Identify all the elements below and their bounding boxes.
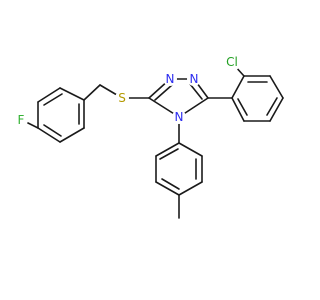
bond-fp-4 (37, 127, 61, 143)
atom-s: S (115, 91, 129, 105)
atom-n4: N (172, 110, 186, 124)
fluorophenyl-ring (23, 87, 85, 143)
bond-fp-5 (59, 127, 85, 143)
bond-cp-1 (231, 75, 245, 99)
bond-tp-d1 (159, 148, 179, 160)
atom-cl: Cl (223, 53, 241, 71)
atom-n1: N (187, 72, 201, 86)
atom-label-cl: Cl (226, 55, 238, 69)
bond-tp-4 (178, 181, 203, 196)
bond-fp-d1 (43, 93, 63, 106)
atom-label-f: F (18, 113, 25, 127)
bond-ch2-ring (83, 84, 101, 101)
bond-cp-3 (269, 75, 284, 99)
atom-f: F (14, 113, 28, 127)
bond-cp-6 (231, 97, 245, 122)
chlorophenyl-ring (207, 64, 284, 122)
bond-fp-2 (37, 87, 61, 103)
bond-tp-1 (155, 142, 180, 157)
bond-fp-1 (59, 87, 85, 101)
molecule-structure-diagram: N N N S F Cl (14, 53, 284, 219)
atom-label-n4: N (175, 110, 184, 124)
bond-tp-d2 (161, 178, 180, 190)
atom-label-n1: N (190, 72, 199, 86)
bond-n1-c5-double (189, 83, 203, 100)
atom-label-n2: N (166, 72, 175, 86)
bond-cp-4 (269, 97, 284, 122)
tolyl-ring (155, 116, 203, 219)
atom-label-s: S (118, 91, 126, 105)
bond-cp-d3 (237, 98, 248, 116)
atom-n2: N (163, 72, 177, 86)
bond-tp-3 (155, 181, 180, 196)
bond-c3-n2-double (154, 84, 173, 101)
bond-cp-d2 (266, 97, 278, 116)
bond-tp-6 (178, 142, 203, 157)
bond-fp-d2 (43, 124, 62, 137)
